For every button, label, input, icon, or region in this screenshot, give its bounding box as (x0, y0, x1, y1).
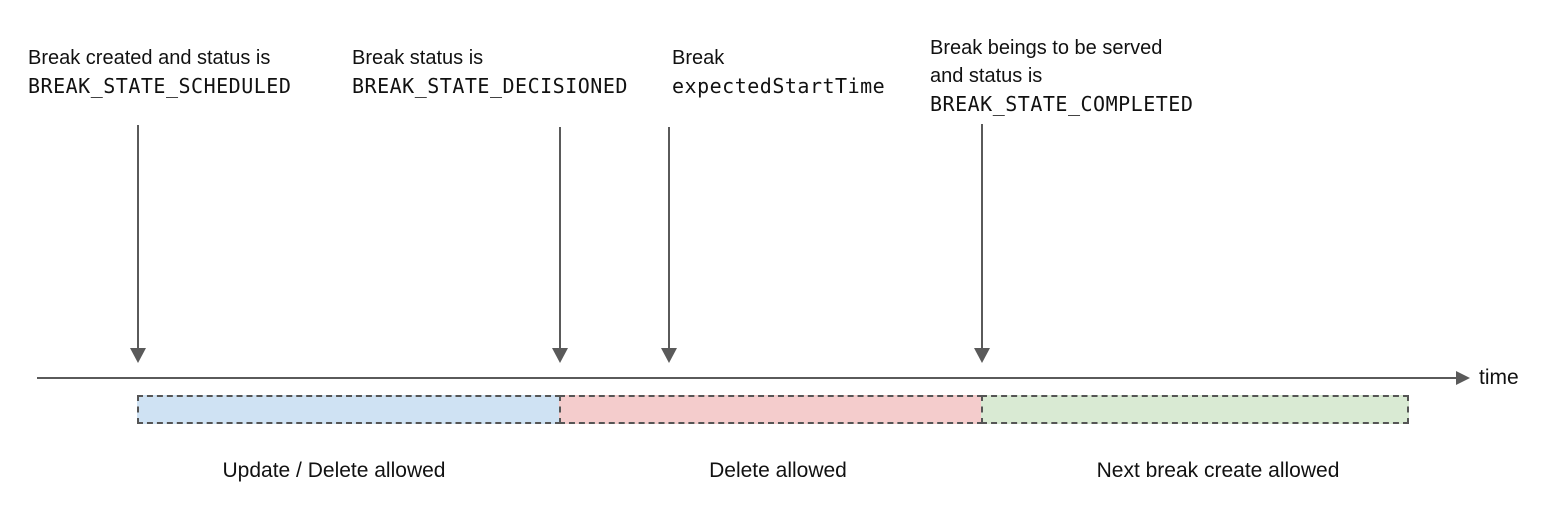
time-axis-arrowhead-icon (1456, 371, 1470, 385)
segment-label: Update / Delete allowed (222, 459, 446, 482)
annotation-expected-start-time: Break expectedStartTime (672, 44, 885, 100)
time-axis-line (37, 377, 1456, 379)
annotation-text: Break beings to be served (930, 37, 1163, 59)
annotation-code: BREAK_STATE_SCHEDULED (28, 74, 292, 98)
time-axis-label: time (1479, 366, 1519, 389)
annotation-break-decisioned: Break status is BREAK_STATE_DECISIONED (352, 44, 628, 100)
segment-label: Delete allowed (709, 459, 847, 482)
segment-label: Next break create allowed (1096, 459, 1340, 482)
annotation-text: Break status is (352, 47, 484, 69)
segment-update-delete-allowed (137, 395, 561, 424)
segment-delete-allowed (559, 395, 983, 424)
annotation-code: BREAK_STATE_DECISIONED (352, 74, 628, 98)
annotation-code: expectedStartTime (672, 74, 886, 98)
annotation-text: Break (672, 47, 725, 69)
annotation-code: BREAK_STATE_COMPLETED (930, 92, 1194, 116)
annotation-text: Break created and status is (28, 47, 271, 69)
segment-next-break-create-allowed (981, 395, 1409, 424)
annotation-break-scheduled: Break created and status is BREAK_STATE_… (28, 44, 291, 100)
annotation-break-completed: Break beings to be served and status is … (930, 34, 1193, 118)
annotation-text: and status is (930, 65, 1043, 87)
